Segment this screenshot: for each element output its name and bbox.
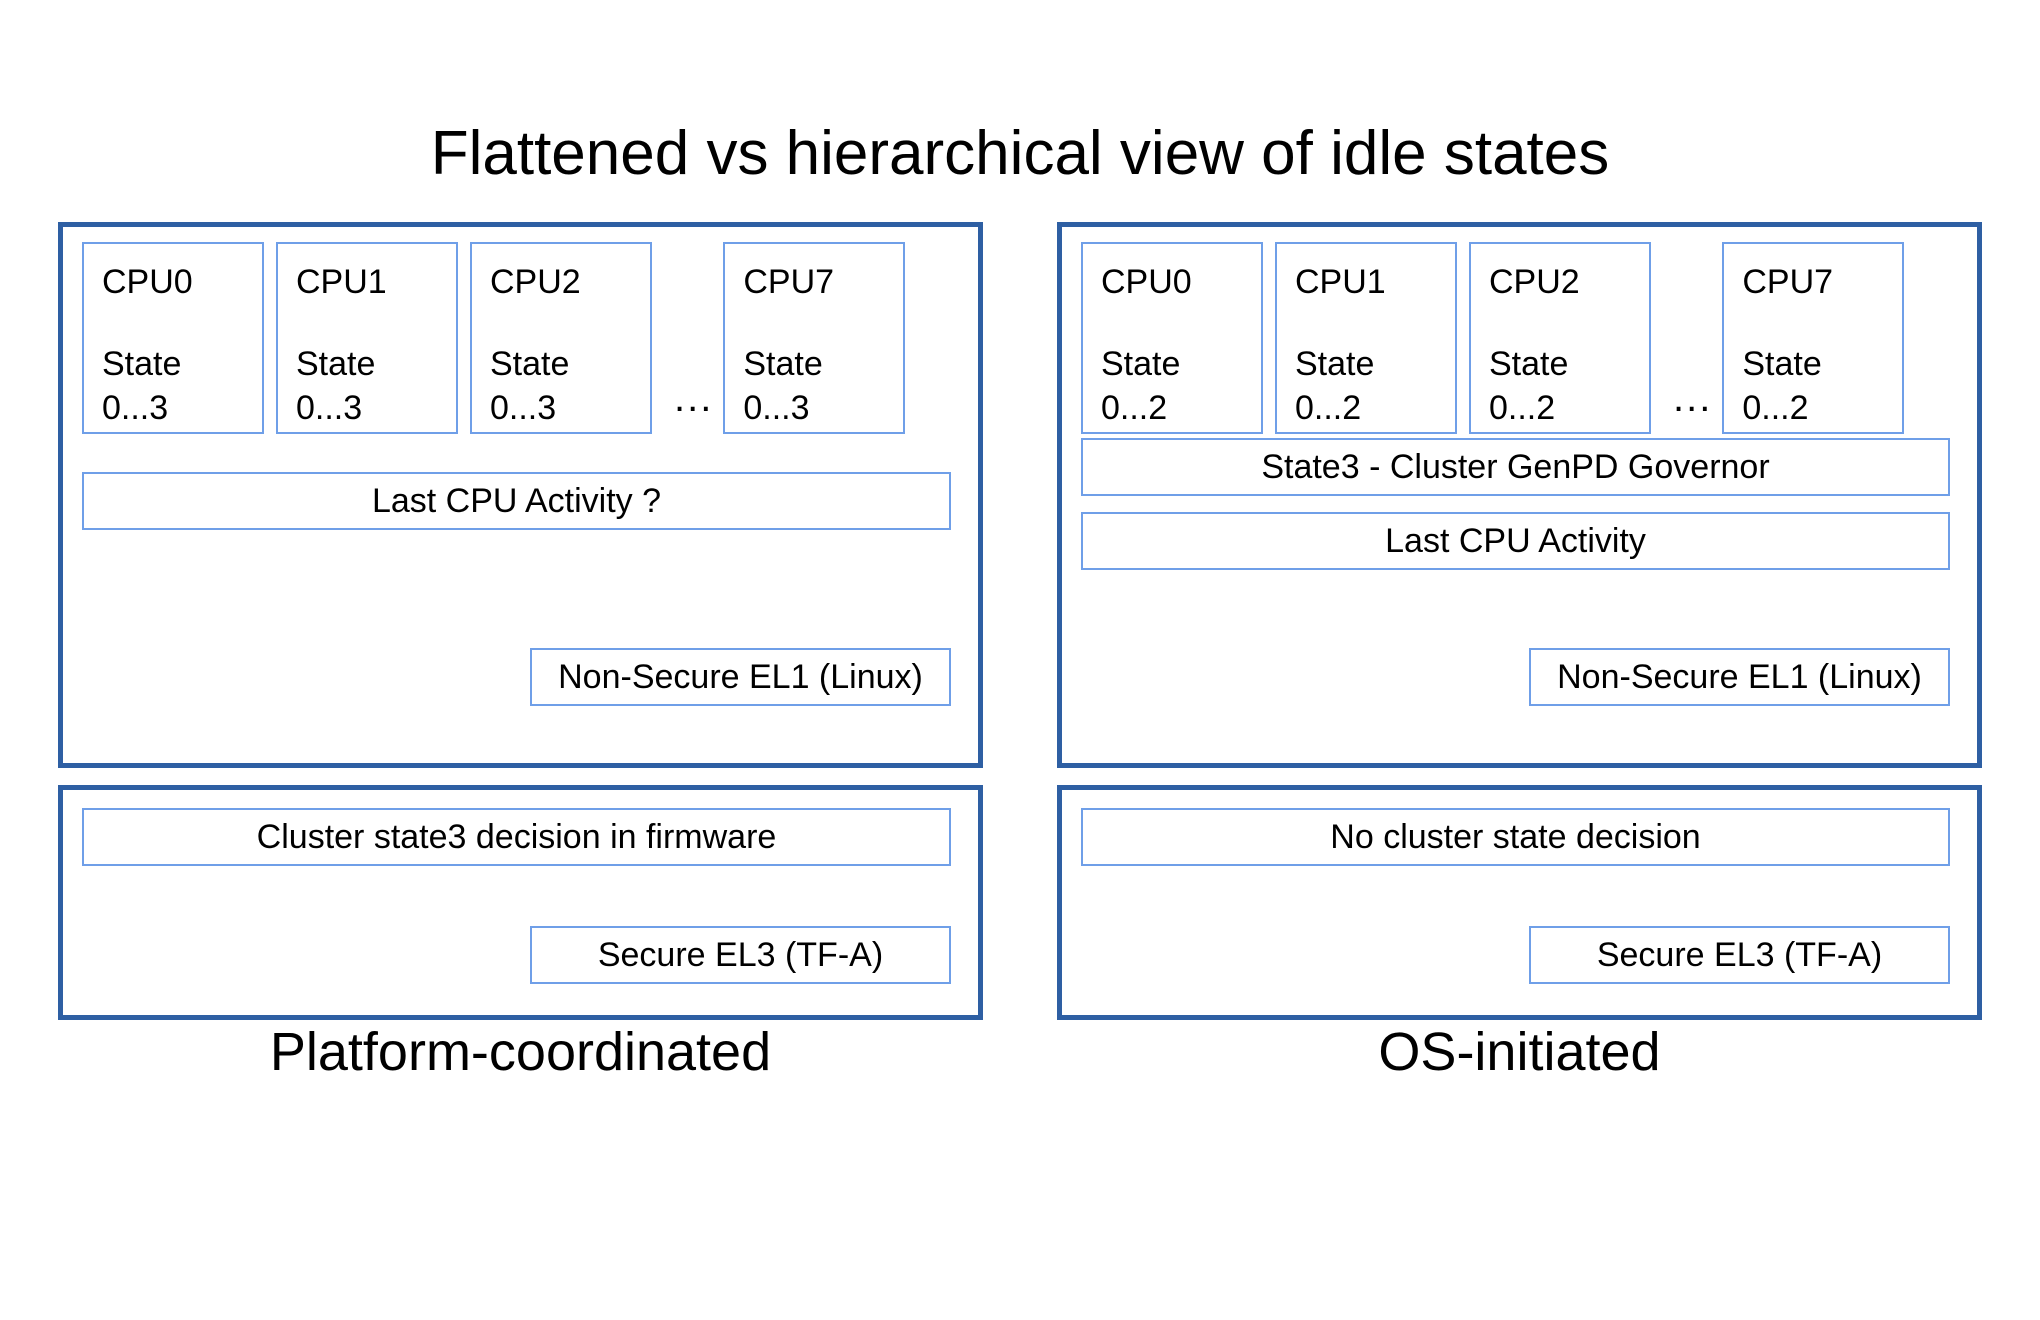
- last-cpu-activity-bar[interactable]: Last CPU Activity ?: [82, 472, 951, 530]
- exception-level-badge-nonsecure-el1: Non-Secure EL1 (Linux): [530, 648, 951, 706]
- cpu-label: CPU2: [1489, 263, 1580, 301]
- cpu-state-range: 0...2: [1295, 389, 1362, 427]
- cpu-label: CPU1: [1295, 263, 1386, 301]
- cpu-state-label: State: [102, 345, 182, 383]
- cpu-box-cpu7[interactable]: CPU7 State 0...2: [1722, 242, 1905, 434]
- exception-level-badge-nonsecure-el1: Non-Secure EL1 (Linux): [1529, 648, 1950, 706]
- firmware-panel-os-initiated: No cluster state decision Secure EL3 (TF…: [1057, 785, 1982, 1020]
- cpu-box-cpu2[interactable]: CPU2 State 0...2: [1469, 242, 1651, 434]
- cpu-state-label: State: [296, 345, 376, 383]
- cpu-state-label: State: [1101, 345, 1181, 383]
- os-panel-platform-coordinated: CPU0 State 0...3 CPU1 State 0...3 CPU2 S…: [58, 222, 983, 768]
- cpu-state-range: 0...3: [490, 389, 557, 427]
- cpu-ellipsis: ...: [674, 376, 714, 420]
- exception-level-badge-secure-el3: Secure EL3 (TF-A): [530, 926, 951, 984]
- cluster-state-decision-bar[interactable]: Cluster state3 decision in firmware: [82, 808, 951, 866]
- column-caption-platform-coordinated: Platform-coordinated: [269, 1022, 772, 1082]
- cpu-state-label: State: [1742, 345, 1822, 383]
- cpu-state-range: 0...3: [102, 389, 169, 427]
- cpu-label: CPU2: [490, 263, 581, 301]
- cpu-box-cpu2[interactable]: CPU2 State 0...3: [470, 242, 652, 434]
- column-caption-os-initiated: OS-initiated: [1378, 1022, 1661, 1082]
- cpu-box-cpu1[interactable]: CPU1 State 0...3: [276, 242, 458, 434]
- cpu-ellipsis: ...: [1673, 376, 1713, 420]
- cpu-row-platform-coordinated: CPU0 State 0...3 CPU1 State 0...3 CPU2 S…: [82, 242, 959, 434]
- cpu-state-label: State: [490, 345, 570, 383]
- column-platform-coordinated: CPU0 State 0...3 CPU1 State 0...3 CPU2 S…: [58, 222, 983, 1020]
- cpu-label: CPU1: [296, 263, 387, 301]
- cluster-state-decision-bar[interactable]: No cluster state decision: [1081, 808, 1950, 866]
- cpu-box-cpu0[interactable]: CPU0 State 0...2: [1081, 242, 1263, 434]
- cpu-label: CPU0: [102, 263, 193, 301]
- last-cpu-activity-bar[interactable]: Last CPU Activity: [1081, 512, 1950, 570]
- cpu-box-cpu0[interactable]: CPU0 State 0...3: [82, 242, 264, 434]
- cpu-label: CPU7: [743, 263, 835, 301]
- cpu-state-range: 0...3: [743, 389, 810, 427]
- cpu-state-range: 0...2: [1101, 389, 1168, 427]
- cpu-box-cpu1[interactable]: CPU1 State 0...2: [1275, 242, 1457, 434]
- cpu-state-label: State: [1295, 345, 1375, 383]
- page-title: Flattened vs hierarchical view of idle s…: [430, 119, 1610, 188]
- exception-level-badge-secure-el3: Secure EL3 (TF-A): [1529, 926, 1950, 984]
- cpu-row-os-initiated: CPU0 State 0...2 CPU1 State 0...2 CPU2 S…: [1081, 242, 1958, 434]
- firmware-panel-platform-coordinated: Cluster state3 decision in firmware Secu…: [58, 785, 983, 1020]
- os-panel-os-initiated: CPU0 State 0...2 CPU1 State 0...2 CPU2 S…: [1057, 222, 1982, 768]
- cpu-box-cpu7[interactable]: CPU7 State 0...3: [723, 242, 906, 434]
- cpu-label: CPU0: [1101, 263, 1192, 301]
- cluster-genpd-governor-bar[interactable]: State3 - Cluster GenPD Governor: [1081, 438, 1950, 496]
- cpu-state-range: 0...2: [1489, 389, 1556, 427]
- column-os-initiated: CPU0 State 0...2 CPU1 State 0...2 CPU2 S…: [1057, 222, 1982, 1020]
- cpu-state-label: State: [1489, 345, 1569, 383]
- cpu-state-label: State: [743, 345, 823, 383]
- cpu-state-range: 0...3: [296, 389, 363, 427]
- cpu-label: CPU7: [1742, 263, 1834, 301]
- cpu-state-range: 0...2: [1742, 389, 1809, 427]
